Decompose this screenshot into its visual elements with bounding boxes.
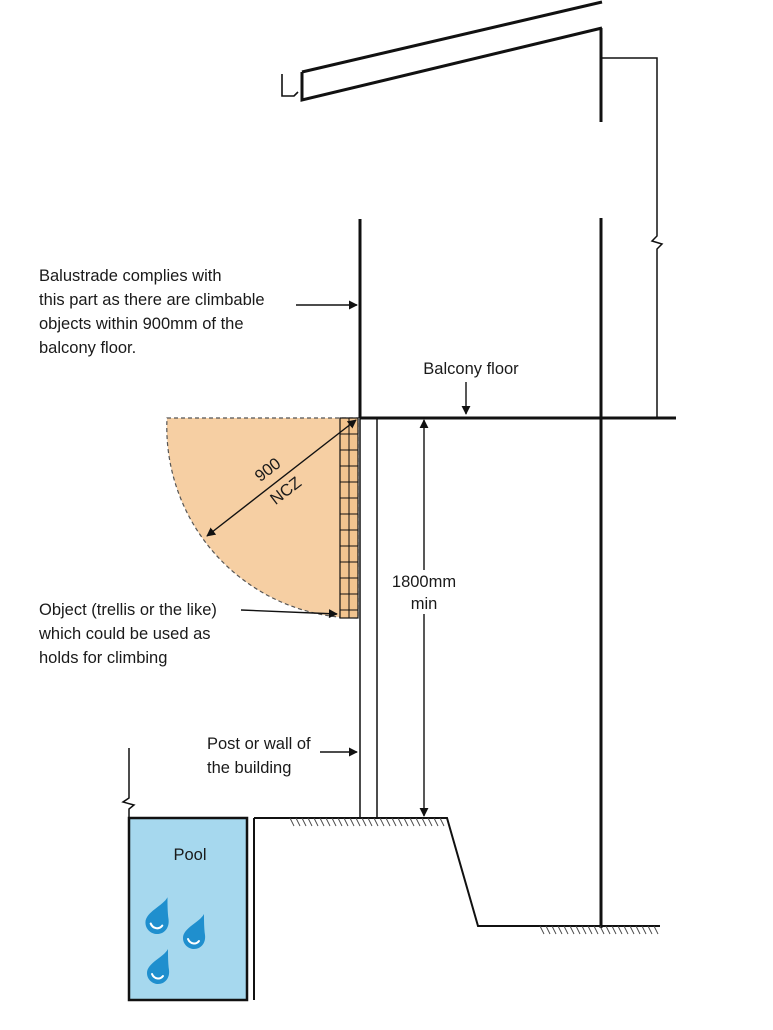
balustrade-note-line: balcony floor. bbox=[39, 339, 136, 357]
post-note-line: the building bbox=[207, 759, 291, 777]
object-note-line: holds for climbing bbox=[39, 649, 167, 667]
object-note-line: which could be used as bbox=[38, 625, 211, 643]
water-drop-icon bbox=[145, 897, 169, 935]
roof bbox=[281, 0, 603, 102]
post-note-line: Post or wall of bbox=[207, 735, 311, 753]
ground-line bbox=[253, 817, 660, 1000]
wall-break-line bbox=[601, 57, 664, 418]
water-drop-icon bbox=[147, 949, 170, 984]
ncz-radius-dimension bbox=[206, 419, 357, 537]
object-note-pointer bbox=[240, 609, 338, 619]
pool-label: Pool bbox=[173, 846, 206, 864]
pool-wall-break bbox=[121, 748, 136, 818]
roof-outline bbox=[300, 0, 603, 102]
balustrade-note-line: this part as there are climbable bbox=[39, 291, 265, 309]
balustrade-note: Balustrade complies with this part as th… bbox=[39, 267, 269, 357]
ncz-zone bbox=[166, 417, 359, 619]
balustrade-note-line: objects within 900mm of the bbox=[39, 315, 244, 333]
object-note-line: Object (trellis or the like) bbox=[39, 601, 217, 619]
height-value-label: 1800mm bbox=[392, 573, 456, 591]
post-note: Post or wall of the building bbox=[207, 735, 315, 777]
object-note: Object (trellis or the like) which could… bbox=[38, 601, 221, 667]
water-drop-icon bbox=[183, 914, 206, 949]
height-min-label: min bbox=[411, 595, 438, 613]
ground-hatch bbox=[289, 817, 445, 827]
gutter bbox=[281, 74, 299, 97]
ground-hatch bbox=[539, 925, 659, 935]
balustrade-note-line: Balustrade complies with bbox=[39, 267, 222, 285]
trellis-object bbox=[339, 417, 359, 619]
balcony-floor-label: Balcony floor bbox=[423, 360, 519, 378]
post bbox=[359, 418, 378, 818]
